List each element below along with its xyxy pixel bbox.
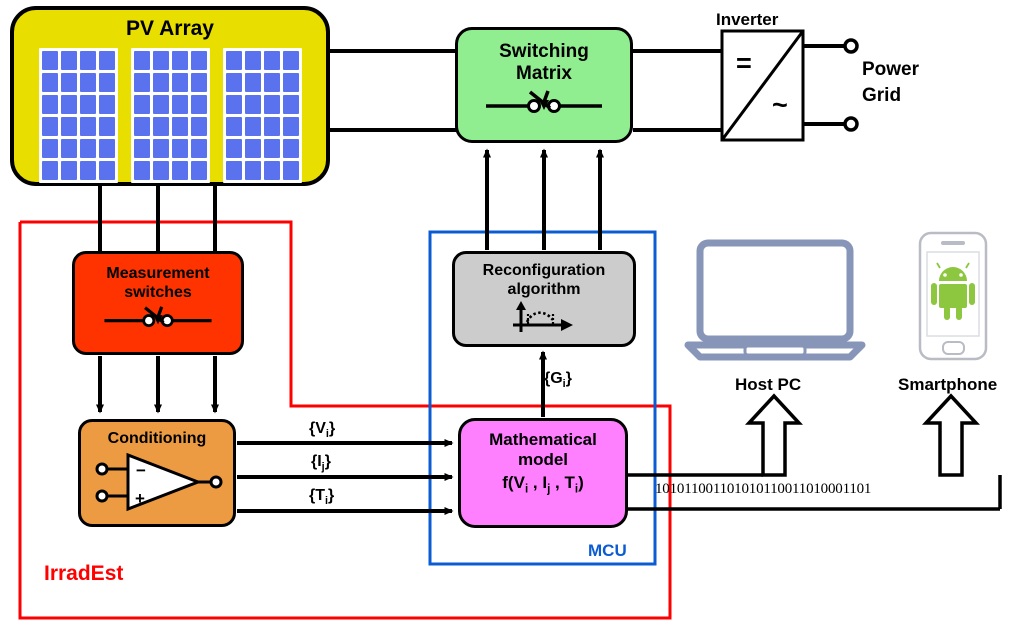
mcu-label: MCU bbox=[588, 541, 627, 560]
op-amp-icon: − + bbox=[95, 452, 223, 512]
conditioning-block[interactable]: Conditioning − + bbox=[78, 419, 236, 527]
pv-panel-group bbox=[38, 47, 302, 183]
pv-array-block[interactable]: PV Array bbox=[10, 6, 330, 186]
inverter-ac-symbol: ~ bbox=[772, 90, 788, 120]
pv-array-title: PV Array bbox=[126, 17, 214, 40]
host-pc-label: Host PC bbox=[735, 375, 802, 394]
laptop-icon[interactable] bbox=[684, 239, 866, 361]
svg-text:+: + bbox=[135, 489, 145, 508]
signal-label-irradiance: {Gi} bbox=[544, 370, 572, 391]
mathematical-model-block[interactable]: Mathematical model f(Vi , Ij , Ti) bbox=[458, 418, 628, 528]
signal-label-current: {Ij} bbox=[311, 453, 331, 474]
conditioning-title: Conditioning bbox=[107, 430, 207, 447]
measurement-switches-title-line2: switches bbox=[124, 283, 192, 301]
smartphone-label: Smartphone bbox=[898, 375, 998, 394]
mathematical-model-formula: f(Vi , Ij , Ti) bbox=[502, 473, 584, 496]
inverter-label: Inverter bbox=[716, 10, 779, 29]
reconfiguration-title-line2: algorithm bbox=[507, 280, 581, 298]
switching-matrix-title-line1: Switching bbox=[499, 41, 589, 62]
grid-terminal-bottom bbox=[843, 116, 859, 132]
irradest-boundary bbox=[18, 220, 672, 620]
reconfiguration-algorithm-block[interactable]: Reconfiguration algorithm bbox=[452, 251, 636, 347]
android-robot-icon bbox=[931, 262, 975, 320]
smartphone-icon[interactable] bbox=[918, 231, 988, 361]
signal-label-voltage: {Vi} bbox=[309, 420, 336, 441]
conditioning-to-model-wires bbox=[237, 439, 454, 515]
pv-to-switching-wires bbox=[330, 49, 457, 132]
reconfiguration-title-line1: Reconfiguration bbox=[482, 262, 606, 279]
power-grid-line1: Power bbox=[862, 59, 920, 80]
signal-label-temperature: {Ti} bbox=[309, 487, 335, 508]
inverter-to-grid-wires bbox=[803, 44, 845, 126]
switching-to-inverter-wires bbox=[633, 49, 722, 132]
plot-axes-icon bbox=[513, 300, 573, 332]
pv-panel[interactable] bbox=[38, 47, 118, 183]
smartphone-uplink-arrow bbox=[921, 393, 981, 477]
host-pc-uplink-arrow bbox=[744, 393, 804, 477]
measurement-switches-block[interactable]: Measurement switches bbox=[72, 251, 244, 355]
reconfiguration-to-switching-wires bbox=[483, 148, 604, 250]
grid-terminal-top bbox=[843, 38, 859, 54]
svg-text:−: − bbox=[136, 461, 146, 480]
inverter-symbol bbox=[720, 29, 805, 142]
irradest-label: IrradEst bbox=[44, 562, 124, 585]
switching-matrix-block[interactable]: Switching Matrix bbox=[455, 27, 633, 143]
power-grid-label: Power Grid bbox=[862, 57, 919, 108]
power-grid-line2: Grid bbox=[862, 84, 902, 106]
inverter-dc-symbol: = bbox=[736, 48, 752, 78]
switch-icon bbox=[486, 90, 602, 113]
mathematical-model-title-line1: Mathematical bbox=[489, 430, 597, 449]
switching-matrix-title-line2: Matrix bbox=[516, 63, 572, 85]
binary-data-stream: 101011001101010110011010001101 bbox=[655, 481, 872, 497]
switch-icon bbox=[104, 305, 212, 327]
pv-panel[interactable] bbox=[222, 47, 302, 183]
measurement-to-conditioning-wires bbox=[96, 356, 219, 414]
pv-panel[interactable] bbox=[130, 47, 210, 183]
mathematical-model-title-line2: model bbox=[517, 450, 569, 470]
measurement-switches-title-line1: Measurement bbox=[106, 265, 210, 282]
pv-to-measurement-wires bbox=[98, 186, 217, 252]
mcu-data-bus bbox=[628, 473, 1002, 511]
